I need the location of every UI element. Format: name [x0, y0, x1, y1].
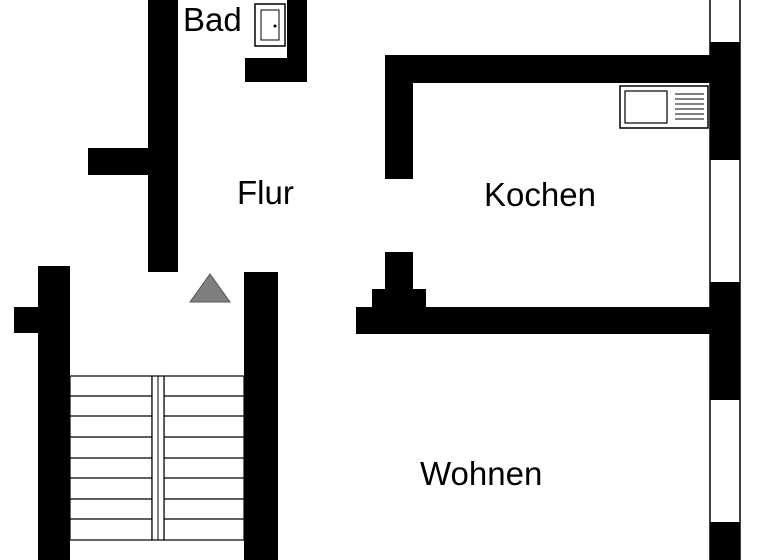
- wall-kitchen-left-upper: [385, 55, 413, 179]
- entrance-triangle-icon: [189, 273, 231, 303]
- wall-right-1: [710, 42, 740, 160]
- room-label-kochen: Kochen: [484, 176, 596, 213]
- wall-kitchen-top: [385, 55, 740, 83]
- room-label-bad: Bad: [183, 1, 242, 38]
- wall-right-2: [710, 282, 740, 400]
- room-label-flur: Flur: [237, 174, 294, 211]
- wall-stair-left-stub: [14, 307, 40, 333]
- room-label-wohnen: Wohnen: [420, 455, 542, 492]
- door-icon: [254, 3, 286, 47]
- walls: [14, 0, 741, 560]
- wall-bad-bottom: [245, 58, 307, 82]
- wall-kitchen-left-lower: [385, 252, 413, 292]
- wall-stair-left: [38, 266, 70, 560]
- wall-left-upper: [148, 0, 178, 272]
- wall-kitchen-bottom: [356, 307, 740, 334]
- wall-left-stub: [88, 148, 150, 175]
- stove-icon: [619, 85, 709, 129]
- staircase: [69, 375, 245, 541]
- wall-right-3: [710, 522, 740, 560]
- wall-stair-right: [244, 272, 278, 560]
- wall-kitchen-left-base: [372, 289, 426, 309]
